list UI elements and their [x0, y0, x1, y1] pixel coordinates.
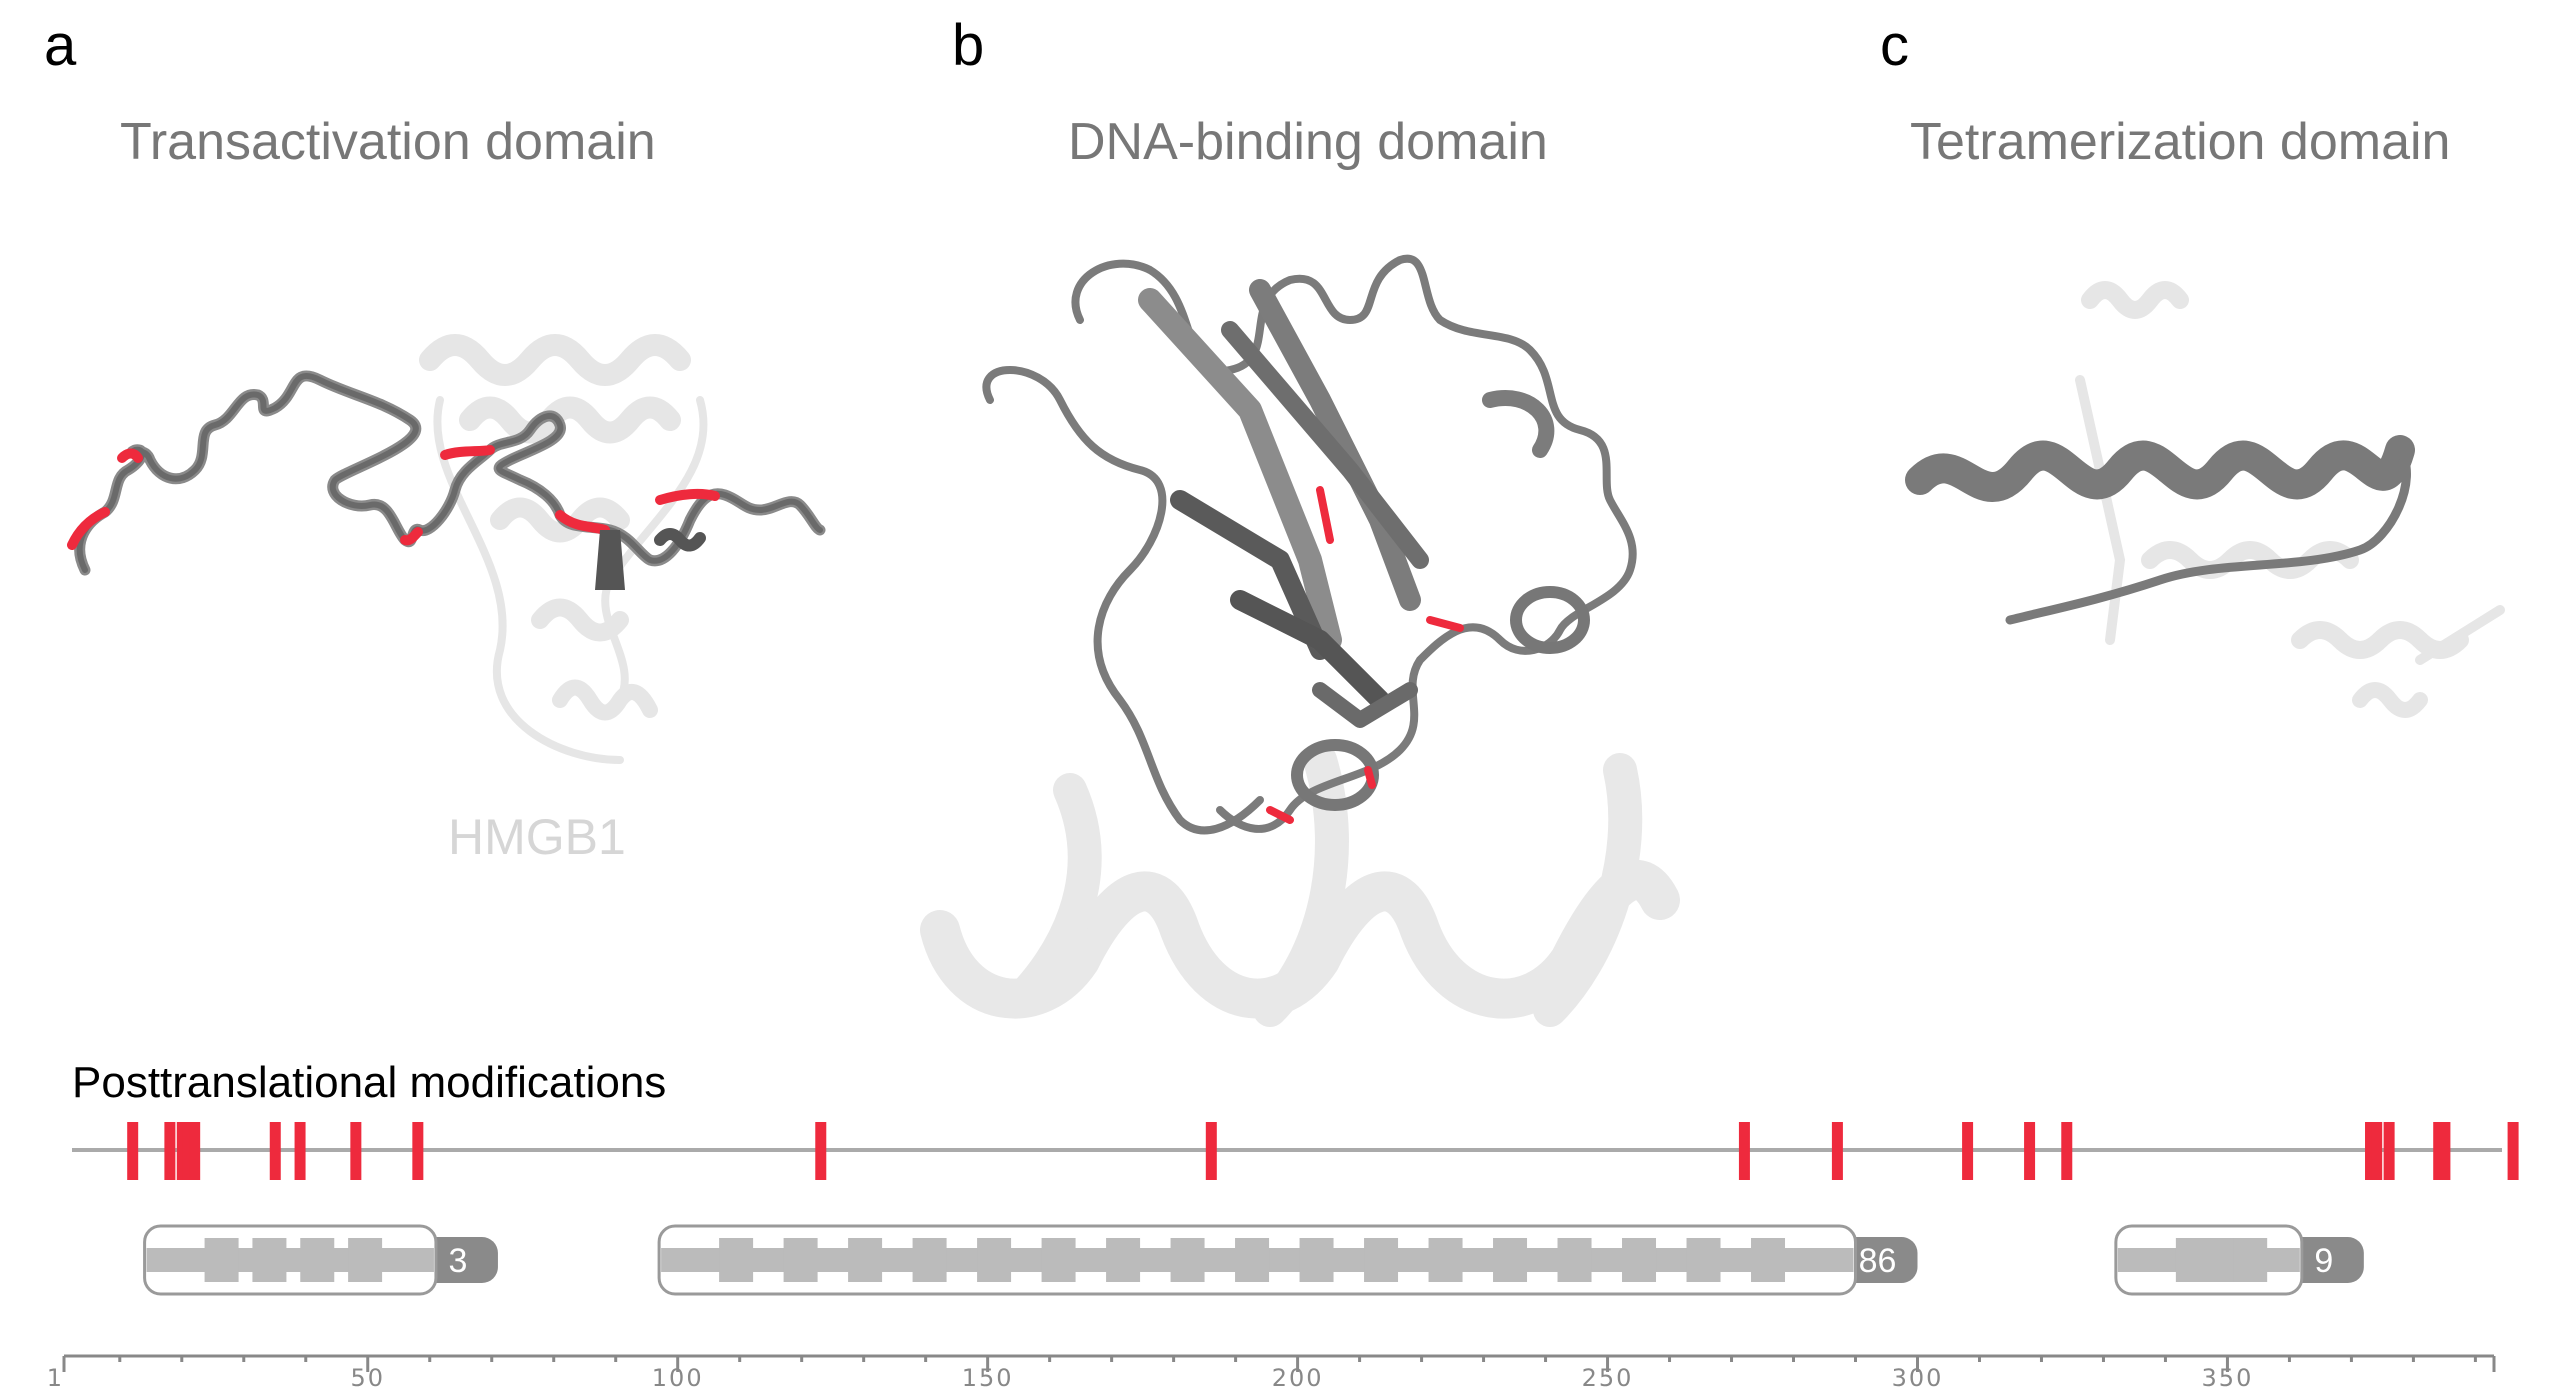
structure-count-label: 86	[1859, 1242, 1897, 1280]
secondary-structure-element	[1299, 1238, 1334, 1282]
tetramerization-domain-title: Tetramerization domain	[1910, 113, 2451, 171]
ptm-site-35	[269, 1122, 281, 1180]
ptm-site-396	[2507, 1122, 2519, 1180]
secondary-structure-element	[977, 1238, 1012, 1282]
dna-binding-domain-title: DNA-binding domain	[1068, 113, 1548, 171]
axis-tick-label-100: 100	[652, 1364, 704, 1388]
secondary-structure-element	[848, 1238, 883, 1282]
ptm-site-308	[1962, 1122, 1974, 1180]
axis-tick-label-250: 250	[1582, 1364, 1634, 1388]
ptm-site-373	[2365, 1122, 2377, 1180]
secondary-structure-element	[2175, 1238, 2210, 1282]
ptm-site-39	[294, 1122, 306, 1180]
secondary-structure-element	[1041, 1238, 1076, 1282]
ptm-site-22	[189, 1122, 201, 1180]
secondary-structure-element	[204, 1238, 239, 1282]
ptm-site-58	[412, 1122, 424, 1180]
structure-count-label: 9	[2314, 1242, 2333, 1280]
ptm-site-287	[1831, 1122, 1843, 1180]
ptm-site-384	[2433, 1122, 2445, 1180]
panel-b-letter: b	[952, 13, 985, 78]
dna-binding-domain-structure	[982, 254, 1637, 835]
structure-block-2: 86	[657, 1224, 1918, 1296]
ptm-site-20	[176, 1122, 188, 1180]
axis-tick-label-150: 150	[962, 1364, 1014, 1388]
structure-coverage-blocks: 3 86 9	[143, 1224, 2364, 1296]
secondary-structure-element	[2204, 1238, 2239, 1282]
structure-block-3: 9	[2114, 1224, 2364, 1296]
panel-a-letter: a	[44, 13, 77, 78]
secondary-structure-element	[1106, 1238, 1141, 1282]
secondary-structure-element	[300, 1238, 335, 1282]
axis-tick-label-350: 350	[2202, 1364, 2254, 1388]
secondary-structure-element	[1170, 1238, 1205, 1282]
secondary-structure-element	[783, 1238, 818, 1282]
panel-c-letter: c	[1880, 13, 1909, 78]
ptm-site-marks	[127, 1122, 2519, 1180]
ptm-site-324	[2061, 1122, 2073, 1180]
ptm-site-186	[1205, 1122, 1217, 1180]
structure-coverage-bar	[146, 1248, 434, 1272]
secondary-structure-element	[1428, 1238, 1463, 1282]
axis-tick-label-200: 200	[1272, 1364, 1324, 1388]
dna-ghost-helix	[920, 743, 1680, 1027]
ptm-site-318	[2024, 1122, 2036, 1180]
secondary-structure-element	[1622, 1238, 1657, 1282]
secondary-structure-element	[1364, 1238, 1399, 1282]
axis-tick-label-1: 1	[47, 1364, 64, 1388]
structure-count-label: 3	[448, 1242, 467, 1280]
transactivation-domain-chain	[67, 370, 826, 590]
secondary-structure-element	[1493, 1238, 1528, 1282]
ptm-site-21	[182, 1122, 194, 1180]
ptm-site-48	[350, 1122, 362, 1180]
secondary-structure-element	[348, 1238, 383, 1282]
ptm-site-18	[164, 1122, 176, 1180]
ptm-site-374	[2371, 1122, 2383, 1180]
ptm-site-272	[1738, 1122, 1750, 1180]
secondary-structure-element	[719, 1238, 754, 1282]
axis-tick-label-50: 50	[350, 1364, 385, 1388]
secondary-structure-element	[912, 1238, 947, 1282]
hmgb1-label: HMGB1	[448, 809, 626, 865]
transactivation-domain-title: Transactivation domain	[120, 113, 656, 171]
ptm-title: Posttranslational modifications	[72, 1058, 667, 1107]
secondary-structure-element	[1751, 1238, 1786, 1282]
tetramerization-domain-helix	[1905, 435, 2415, 625]
secondary-structure-element	[2233, 1238, 2268, 1282]
ptm-site-12	[127, 1122, 139, 1180]
secondary-structure-element	[1557, 1238, 1592, 1282]
secondary-structure-element	[1686, 1238, 1721, 1282]
secondary-structure-element	[1235, 1238, 1270, 1282]
structure-block-1: 3	[143, 1224, 498, 1296]
ptm-site-385	[2439, 1122, 2451, 1180]
ptm-site-123	[815, 1122, 827, 1180]
ptm-site-376	[2383, 1122, 2395, 1180]
axis-tick-label-300: 300	[1892, 1364, 1944, 1388]
secondary-structure-element	[252, 1238, 287, 1282]
